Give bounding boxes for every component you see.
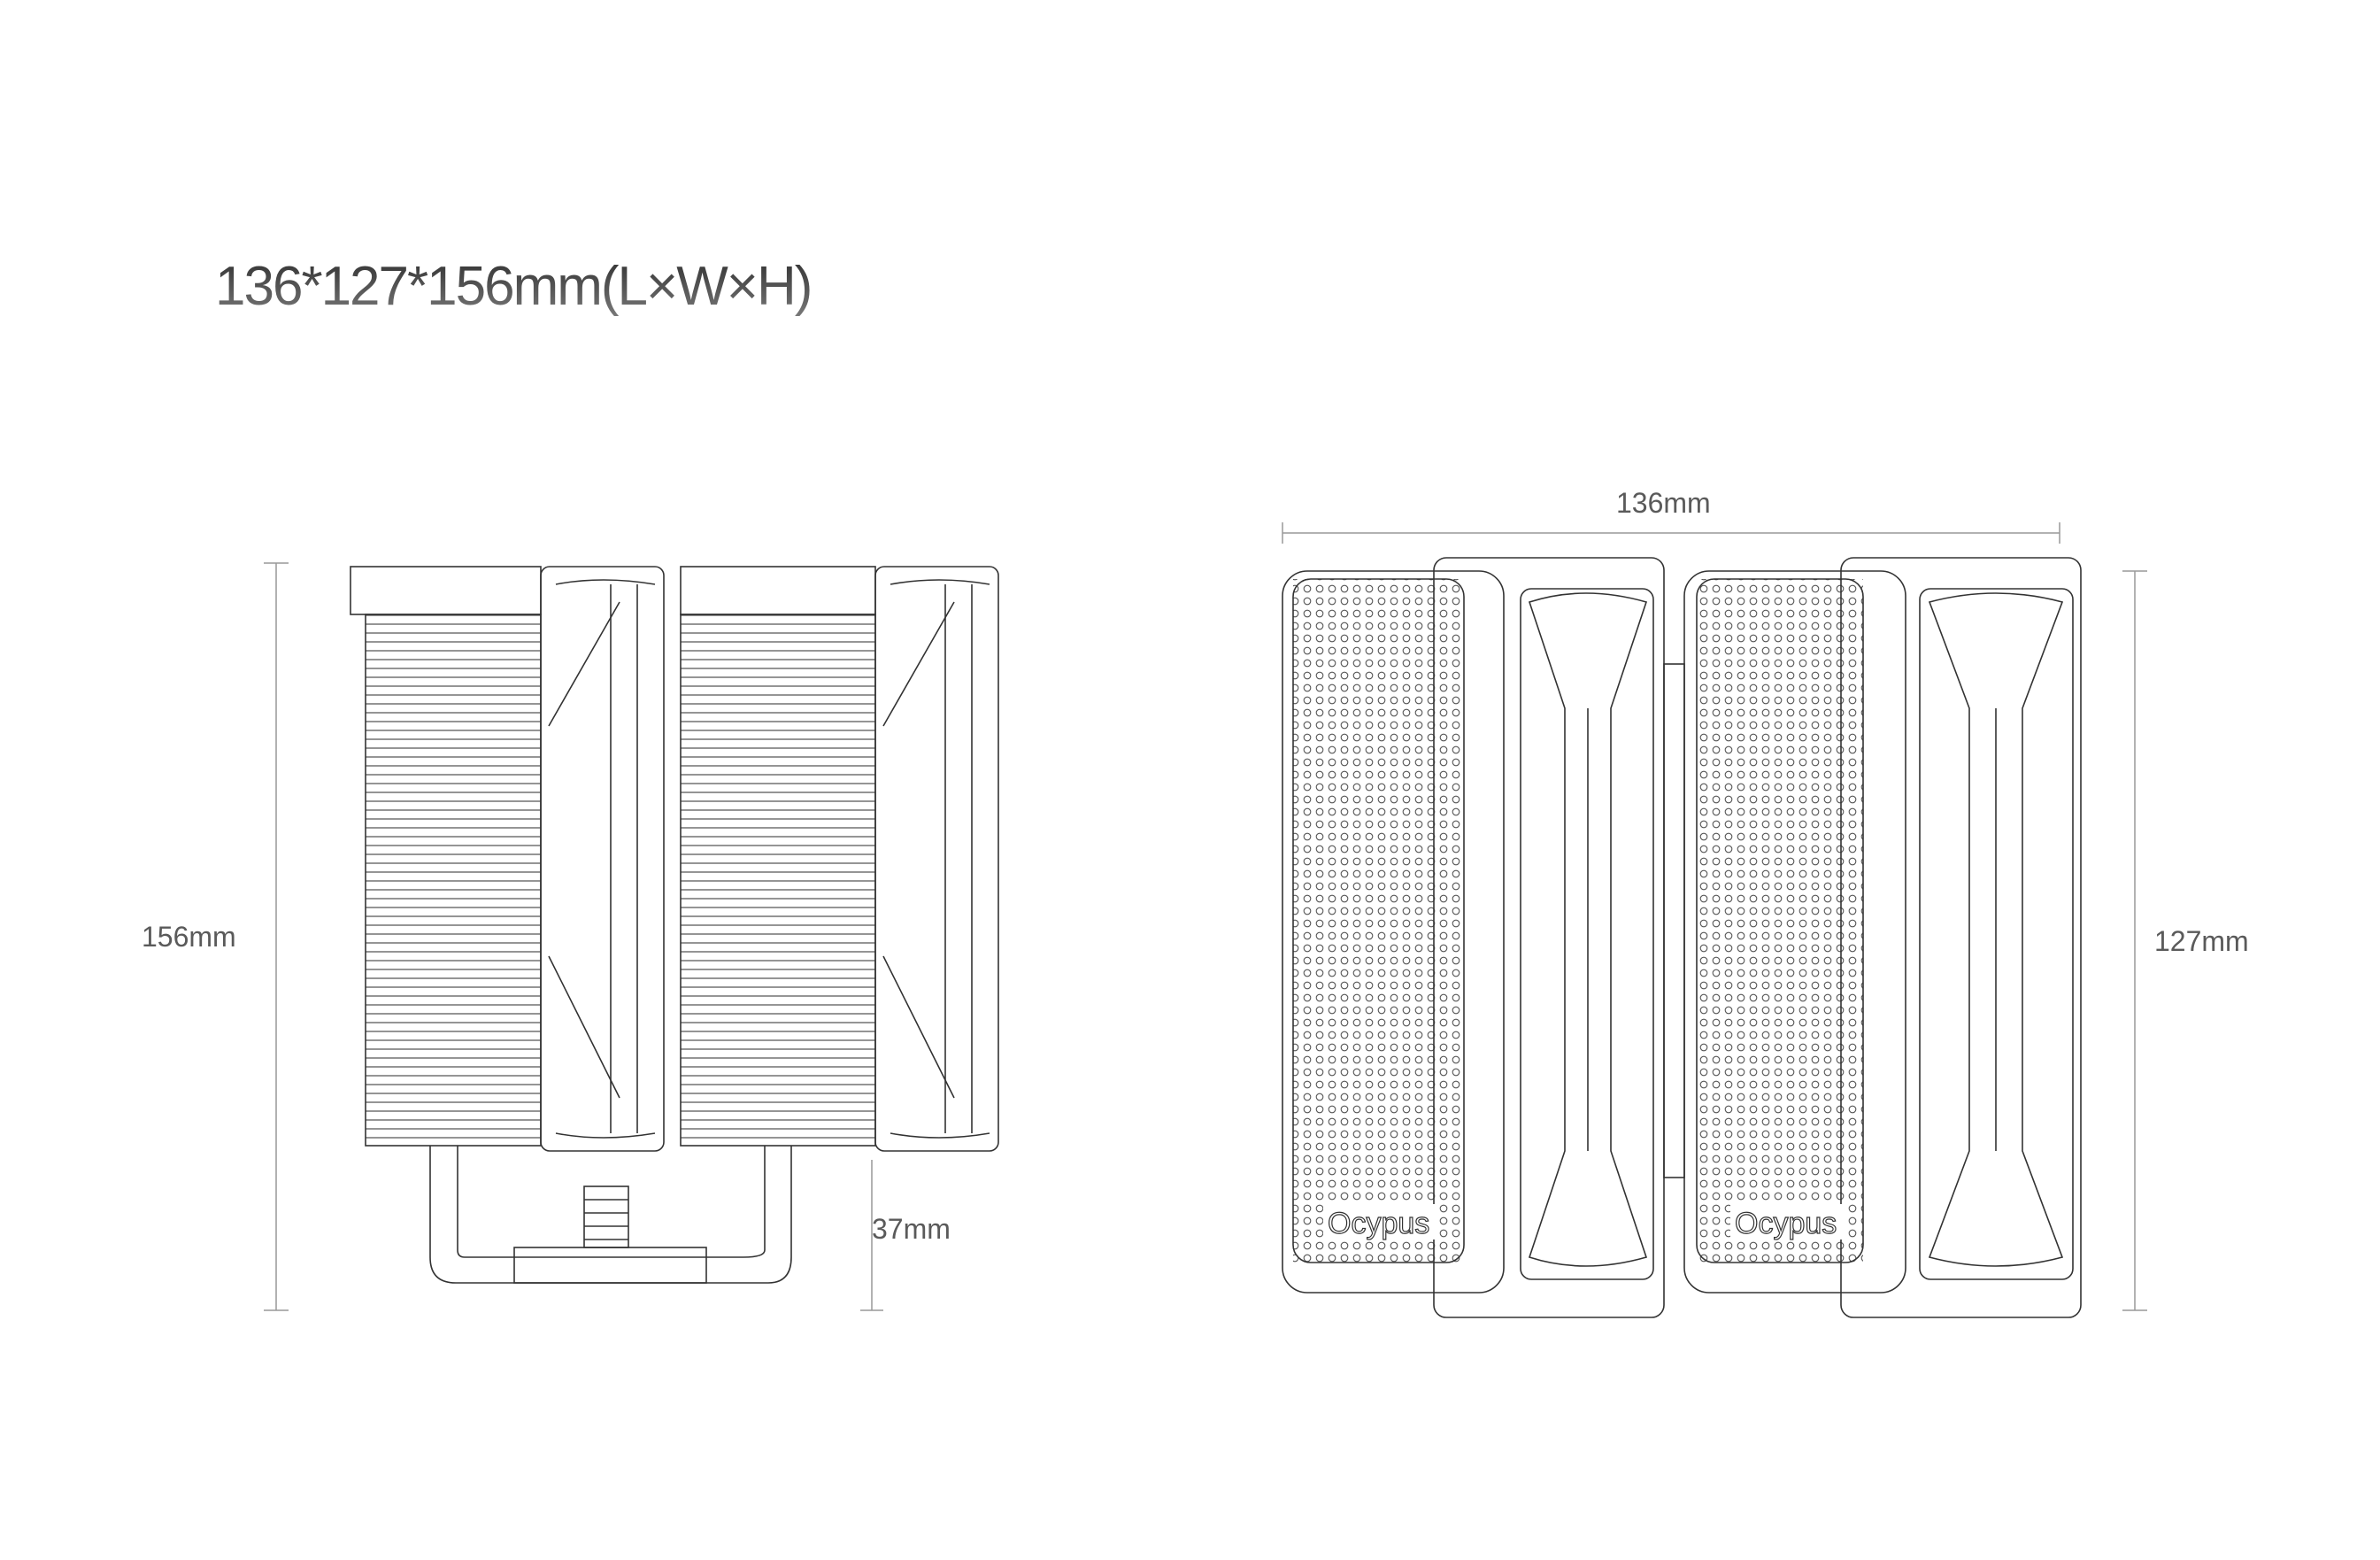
height-label: 156mm — [142, 921, 236, 953]
side-view — [350, 566, 999, 1284]
module-1 — [1282, 557, 1665, 1318]
base-height-label: 37mm — [872, 1213, 951, 1245]
dimension-lines — [264, 522, 2147, 1311]
svg-text:Ocypus: Ocypus — [1735, 1207, 1837, 1240]
ocypus-logo: Ocypus Ocypus — [1323, 1204, 1845, 1241]
module-2 — [1683, 557, 2082, 1318]
top-view: Ocypus Ocypus — [1282, 557, 2082, 1318]
width-label: 127mm — [2154, 925, 2249, 957]
length-label: 136mm — [1616, 487, 1711, 519]
spec-title: 136*127*156mm(L×W×H) — [215, 256, 813, 317]
svg-text:Ocypus: Ocypus — [1328, 1207, 1429, 1240]
